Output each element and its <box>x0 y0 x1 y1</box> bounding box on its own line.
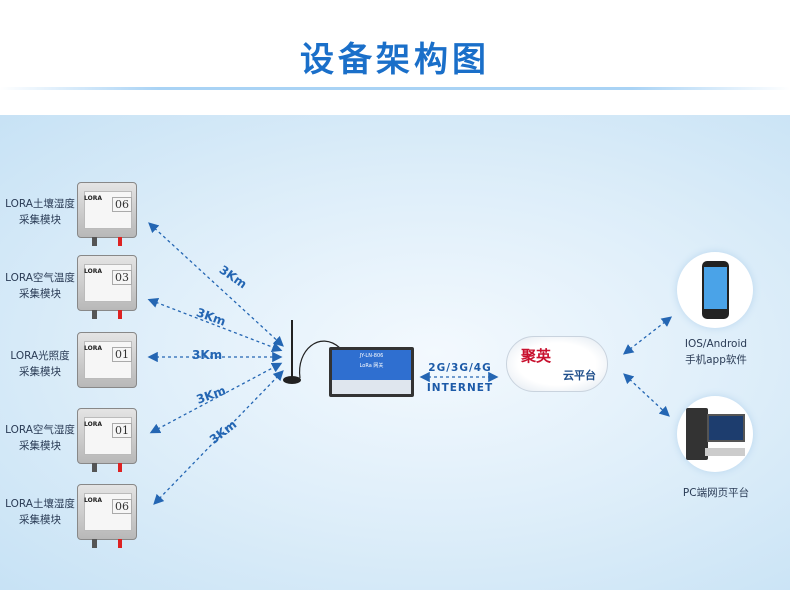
cloud-platform: 聚英 云平台 <box>506 336 608 392</box>
sensor-label: LORA光照度采集模块 <box>10 350 70 378</box>
link-sensor-5 <box>153 370 284 505</box>
sensor-label: LORA空气湿度采集模块 <box>5 424 75 452</box>
lora-sensor-module: LORA 03 <box>77 255 137 319</box>
lora-sensor-module: LORA 06 <box>77 182 137 246</box>
sensor-face-text: LORA <box>84 421 102 428</box>
gateway-antenna-icon <box>283 320 341 384</box>
cloud-brand-logo: 聚英 <box>521 347 552 365</box>
lora-sensor-module: LORA 01 <box>77 332 137 388</box>
phone-icon <box>677 252 753 328</box>
sensor-label: LORA土壤湿度采集模块 <box>5 498 75 526</box>
antenna-icon <box>118 463 122 472</box>
cloud-subtitle: 云平台 <box>563 369 596 382</box>
sensor-code: 06 <box>112 499 132 514</box>
gateway-model: JY-LN-806 <box>359 353 384 359</box>
link-sensor-2 <box>147 297 283 353</box>
lora-gateway: JY-LN-806 LoRa 网关 <box>329 347 414 397</box>
link-pc <box>623 373 670 417</box>
lora-sensor-module: LORA 06 <box>77 484 137 548</box>
sensor-code: 06 <box>112 197 132 212</box>
distance-label-3: 3Km <box>192 348 223 362</box>
client-label-pc: PC端网页平台 <box>682 487 750 499</box>
sensor-face-text: LORA <box>84 497 102 504</box>
title-divider <box>0 87 790 90</box>
sensor-label: LORA空气温度采集模块 <box>5 272 75 300</box>
internet-label: INTERNET <box>426 382 494 394</box>
gateway-name: LoRa 网关 <box>359 363 384 369</box>
internet-link: 2G/3G/4G INTERNET <box>425 362 495 394</box>
sensor-code: 01 <box>112 347 132 362</box>
sensor-face-text: LORA <box>84 195 102 202</box>
sensor-face-text: LORA <box>84 268 102 275</box>
network-type: 2G/3G/4G <box>428 362 492 374</box>
page-title: 设备架构图 <box>300 40 490 80</box>
sensor-label: LORA土壤湿度采集模块 <box>5 198 75 226</box>
link-sensor-1 <box>148 222 284 347</box>
antenna-icon <box>118 539 122 548</box>
antenna-icon <box>118 310 122 319</box>
lora-sensor-module: LORA 01 <box>77 408 137 472</box>
sensor-code: 03 <box>112 270 132 285</box>
antenna-icon <box>118 237 122 246</box>
sensor-face-text: LORA <box>84 345 102 352</box>
sensor-code: 01 <box>112 423 132 438</box>
pc-icon <box>677 396 753 472</box>
link-phone <box>622 316 673 355</box>
